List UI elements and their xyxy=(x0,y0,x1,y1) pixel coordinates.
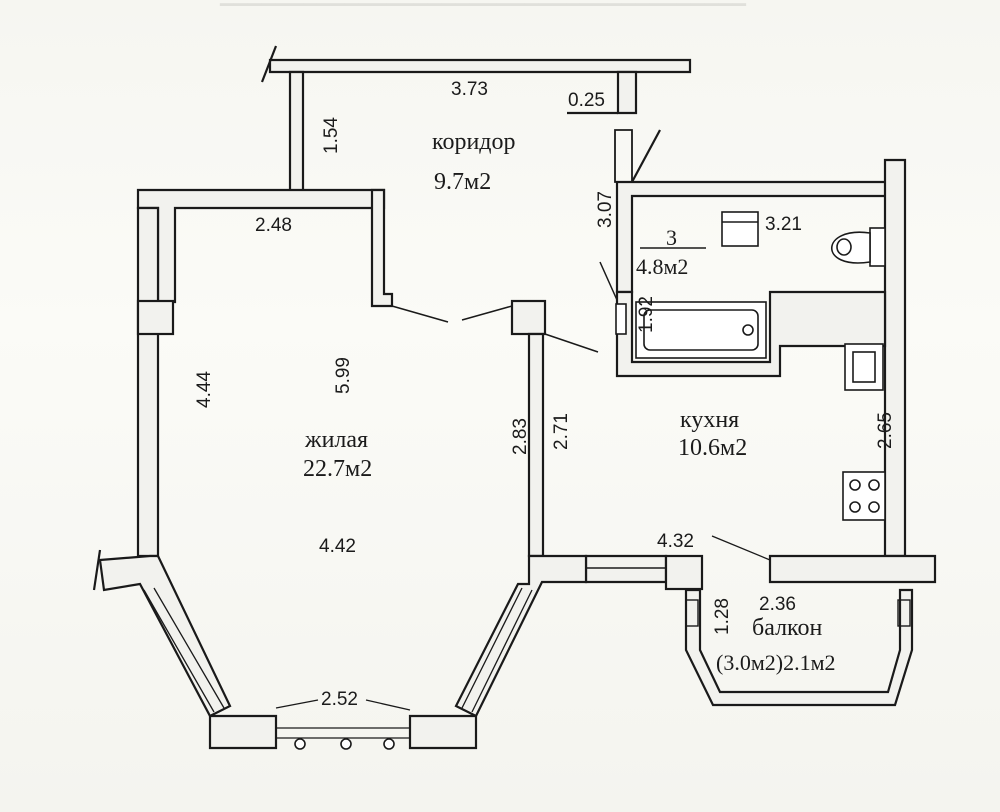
column-balcony xyxy=(664,554,704,591)
dim-living-bottom: 4.42 xyxy=(319,536,356,557)
door-living-right xyxy=(461,305,513,321)
toilet-icon xyxy=(831,227,886,267)
balcony-area: (3.0м2)2.1м2 xyxy=(716,650,836,675)
bleed-through-text: ▔▔▔▔▔▔▔▔▔▔▔▔▔▔▔▔▔▔▔▔▔▔▔▔▔▔▔▔▔▔▔▔▔▔▔▔▔▔ xyxy=(220,4,747,24)
column-left xyxy=(136,299,175,336)
wall-bath-notch xyxy=(614,129,633,183)
wall-corridor-left xyxy=(288,70,305,197)
wall-bay-bottom-left xyxy=(208,714,278,750)
dim-living-right-a: 2.83 xyxy=(509,418,531,455)
kitchen-name: кухня xyxy=(680,407,740,433)
bath-partition-stub xyxy=(615,303,627,335)
dim-bath-depth: 3.07 xyxy=(594,191,616,228)
bathroom-area: 4.8м2 xyxy=(636,254,689,279)
door-living-left xyxy=(391,305,449,323)
bay-left-ext xyxy=(92,549,102,591)
corridor-area: 9.7м2 xyxy=(434,169,492,195)
dim-corridor-width: 3.73 xyxy=(451,79,488,100)
dim-living-right-b: 2.71 xyxy=(550,413,572,450)
wall-bay-right xyxy=(454,554,588,718)
wall-living-left xyxy=(136,206,160,558)
wall-niche xyxy=(616,70,638,115)
dim-bath-partition: 1.92 xyxy=(635,296,657,333)
wall-living-top xyxy=(136,188,386,304)
wall-living-top-right xyxy=(370,188,394,308)
kitchen-area: 10.6м2 xyxy=(678,435,748,461)
door-bath xyxy=(599,261,618,301)
dim-kitchen-width: 4.32 xyxy=(657,531,694,552)
wall-top-break xyxy=(260,45,278,83)
dim-bay-window: 2.52 xyxy=(321,689,358,710)
living-name: жилая xyxy=(305,427,369,453)
leader-2-52 xyxy=(275,699,319,709)
wall-bath-bottom xyxy=(615,290,887,378)
wall-window-kitchen xyxy=(584,554,668,584)
dim-kitchen-depth: 2.65 xyxy=(874,412,896,449)
wall-kitchen-bottom xyxy=(768,554,937,584)
stove-icon xyxy=(842,471,886,521)
balcony-outline xyxy=(684,588,914,707)
radiator-dot xyxy=(340,738,352,750)
wall-bath-right-ext xyxy=(883,158,907,558)
column-right xyxy=(510,299,547,336)
radiator-dot xyxy=(383,738,395,750)
sink-icon xyxy=(844,343,884,391)
wall-top xyxy=(268,58,692,74)
washbasin-icon xyxy=(721,211,759,247)
wall-bay-bottom-right xyxy=(408,714,478,750)
dim-niche: 0.25 xyxy=(568,90,605,111)
dim-living-depth: 5.99 xyxy=(332,357,354,394)
wall-bay-left xyxy=(98,554,232,718)
leader-4-32 xyxy=(711,535,771,561)
dim-balcony-depth: 1.28 xyxy=(711,598,733,635)
radiator-dot xyxy=(294,738,306,750)
wall-living-right xyxy=(527,332,545,558)
living-area: 22.7м2 xyxy=(303,456,373,482)
dim-bath-width: 3.21 xyxy=(765,214,802,235)
dim-living-top: 2.48 xyxy=(255,215,292,236)
bathroom-number: 3 xyxy=(666,225,677,250)
balcony-name: балкон xyxy=(752,615,823,641)
corridor-name: коридор xyxy=(432,129,516,155)
dim-living-side: 4.44 xyxy=(193,371,215,408)
dim-balcony-width: 2.36 xyxy=(759,594,796,615)
wall-bath-diag xyxy=(631,129,661,183)
door-kitchen xyxy=(544,333,599,353)
dim-corridor-depth: 1.54 xyxy=(320,117,342,154)
bathtub-icon xyxy=(635,301,767,359)
